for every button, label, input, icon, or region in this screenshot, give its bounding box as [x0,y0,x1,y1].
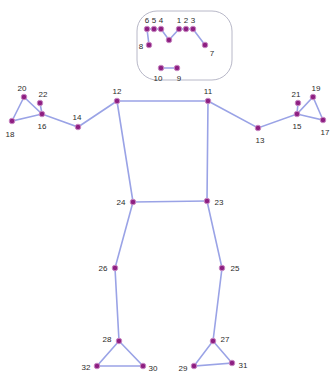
callout-number: 9 [177,74,181,83]
callout-number: 21 [292,90,301,99]
callout-number: 2 [184,16,188,25]
skeleton-lines [12,29,323,366]
callout-number: 28 [103,335,112,344]
callout-number: 27 [221,335,230,344]
callout-number: 18 [6,130,15,139]
callout-number: 6 [145,16,149,25]
callout-number: 4 [159,16,163,25]
callout-number: 24 [117,198,126,207]
callout-number: 10 [154,74,163,83]
callout-number: 11 [204,87,212,96]
callout-number: 22 [39,90,48,99]
callout-number: 30 [149,364,158,373]
callout-number: 31 [239,361,248,370]
callout-number: 8 [139,42,143,51]
callout-number: 26 [99,264,108,273]
callout-number: 14 [73,113,82,122]
callout-number: 3 [191,16,195,25]
callout-number: 23 [215,198,224,207]
callout-number: 17 [321,128,330,137]
callout-number: 7 [210,49,214,58]
callout-number: 16 [38,122,47,131]
callout-number: 32 [82,363,91,372]
callout-number: 29 [179,364,188,373]
callout-number: 19 [312,84,321,93]
face-outline [137,11,232,80]
callout-number: 15 [293,122,302,131]
callout-number: 25 [231,264,240,273]
callout-number: 12 [113,87,122,96]
callout-number: 1 [177,16,181,25]
callout-number: 13 [256,136,265,145]
callout-number: 20 [18,84,27,93]
landmark-dots [9,26,326,369]
callout-number: 5 [152,16,156,25]
